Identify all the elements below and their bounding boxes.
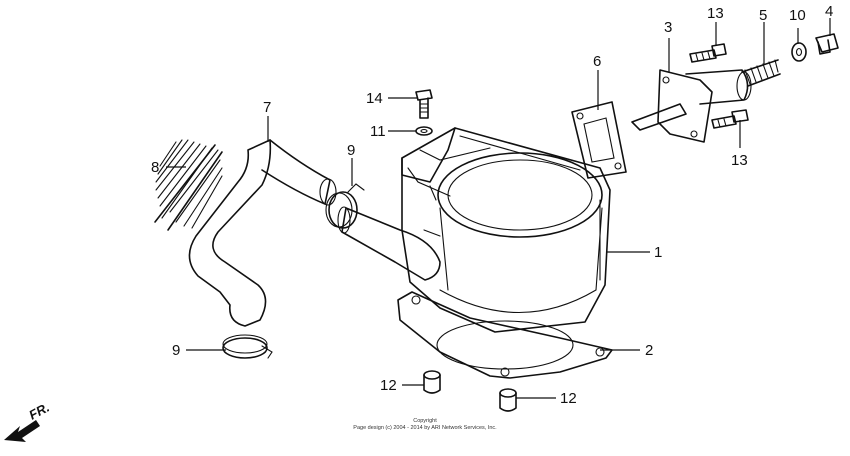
washer-10 [791, 42, 807, 62]
cylinder-base-gasket [397, 291, 613, 379]
callout-14: 14 [366, 90, 383, 107]
water-hose [188, 139, 337, 327]
tensioner-spring [741, 59, 781, 87]
callout-1: 1 [654, 244, 662, 261]
callout-6: 6 [593, 53, 601, 70]
tensioner-lifter [631, 69, 752, 143]
copyright-line-1: Copyright [413, 418, 437, 424]
callout-12-right: 12 [560, 390, 577, 407]
callout-4: 4 [825, 3, 833, 20]
bolt-13-upper [689, 43, 727, 63]
cylinder-body [401, 127, 611, 333]
flange-bolt-14 [415, 89, 433, 119]
copyright-notice: Copyright Page design (c) 2004 - 2014 by… [300, 418, 550, 432]
callout-7: 7 [263, 99, 271, 116]
front-arrow-icon [4, 420, 40, 442]
callout-2: 2 [645, 342, 653, 359]
callout-8: 8 [151, 159, 159, 176]
callout-3: 3 [664, 19, 672, 36]
callout-9-lower: 9 [172, 342, 180, 359]
cylinder-water-pipe [337, 206, 441, 281]
leader-lines [166, 18, 831, 399]
dowel-pin-right [499, 388, 517, 412]
washer-11 [415, 126, 433, 136]
front-direction-indicator: FR. [4, 400, 52, 442]
hose-clamp-lower [222, 334, 273, 359]
coil-spring [154, 139, 223, 231]
callout-13-upper: 13 [707, 5, 724, 22]
tensioner-gasket [571, 101, 627, 179]
callout-5: 5 [759, 7, 767, 24]
copyright-line-2: Page design (c) 2004 - 2014 by ARI Netwo… [353, 425, 497, 431]
callout-13-lower: 13 [731, 152, 748, 169]
callout-9-upper: 9 [347, 142, 355, 159]
callout-10: 10 [789, 7, 806, 24]
dowel-pin-left [423, 370, 441, 394]
bolt-13-lower [711, 109, 749, 129]
sealing-bolt-4 [815, 33, 839, 55]
callout-11: 11 [370, 123, 386, 140]
front-label: FR. [26, 400, 52, 423]
callout-12-left: 12 [380, 377, 397, 394]
hose-clamp-upper [325, 183, 365, 229]
